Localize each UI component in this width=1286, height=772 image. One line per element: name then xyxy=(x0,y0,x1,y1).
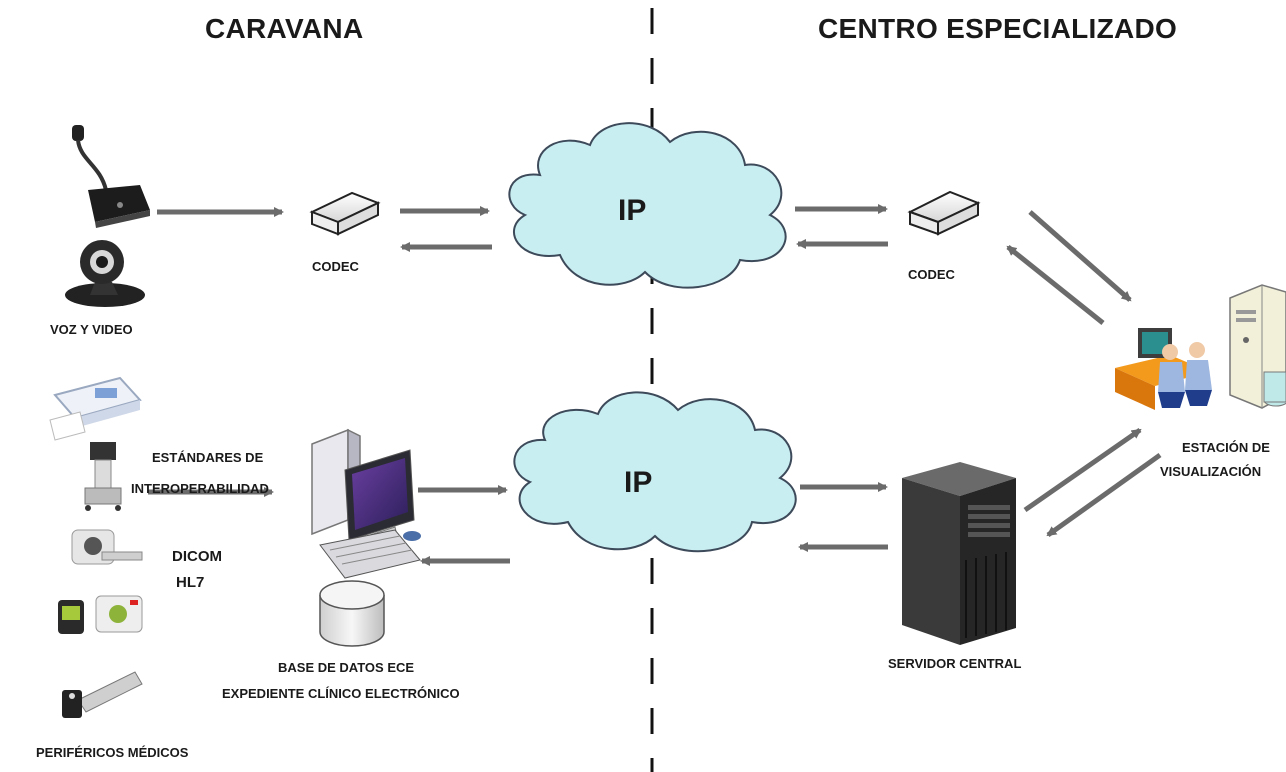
hl7-label: HL7 xyxy=(176,574,205,591)
cloud-icon xyxy=(513,391,797,553)
codec-left-label: CODEC xyxy=(312,259,359,274)
heading-centro-especializado: CENTRO ESPECIALIZADO xyxy=(818,13,1178,44)
ip-label-top: IP xyxy=(618,194,647,227)
estacion-label-line1: ESTACIÓN DE xyxy=(1182,440,1270,455)
base-datos-label-line2: EXPEDIENTE CLÍNICO ELECTRÓNICO xyxy=(222,686,460,701)
server-cabinet-icon xyxy=(1229,284,1286,409)
codec-box-icon xyxy=(907,190,981,236)
arrows-bottom xyxy=(148,427,1162,566)
webcam-icon xyxy=(65,240,145,307)
dicom-label: DICOM xyxy=(172,548,222,565)
voz-video-label: VOZ Y VIDEO xyxy=(50,322,133,337)
database-cylinder-icon xyxy=(319,580,385,647)
codec-right-label: CODEC xyxy=(908,267,955,282)
heading-caravana: CARAVANA xyxy=(205,13,364,44)
ecg-device-icon xyxy=(49,376,142,441)
servidor-central-label: SERVIDOR CENTRAL xyxy=(888,656,1022,671)
server-tower-icon xyxy=(902,462,1016,645)
medical-camera-icon xyxy=(58,595,143,634)
workstation-people-icon xyxy=(1115,328,1212,410)
base-datos-label-line1: BASE DE DATOS ECE xyxy=(278,660,415,675)
ct-scanner-icon xyxy=(71,529,143,565)
estandares-label-line2: INTEROPERABILIDAD xyxy=(131,481,269,496)
estacion-label-line2: VISUALIZACIÓN xyxy=(1160,464,1262,479)
estandares-label-line1: ESTÁNDARES DE xyxy=(152,450,264,465)
cloud-icon xyxy=(508,122,787,289)
ip-label-bottom: IP xyxy=(624,466,653,499)
microphone-icon xyxy=(72,125,150,228)
otoscope-icon xyxy=(62,671,143,718)
codec-box-icon xyxy=(309,191,381,236)
arrows-top xyxy=(157,204,1132,325)
perifericos-label: PERIFÉRICOS MÉDICOS xyxy=(36,745,189,760)
desktop-computer-icon xyxy=(311,428,421,579)
ultrasound-cart-icon xyxy=(84,442,122,511)
